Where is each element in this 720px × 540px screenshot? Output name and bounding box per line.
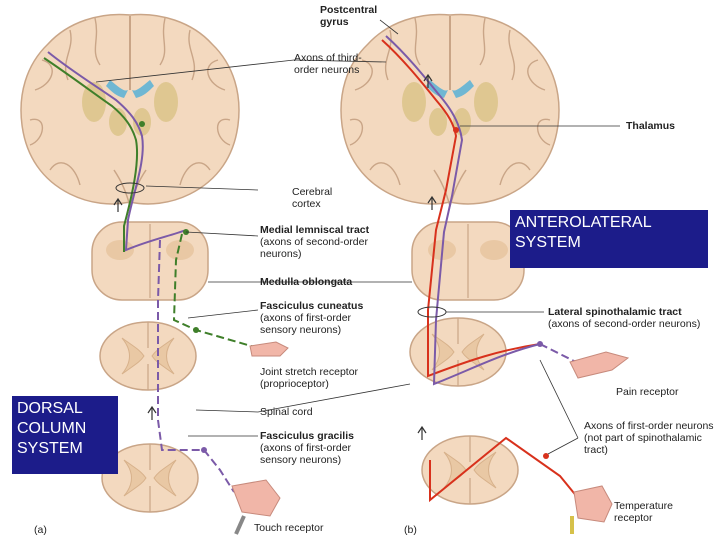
label-thalamus: Thalamus [626, 120, 676, 132]
label-lateral-spinothalamic-sub: (axons of second-order neurons) [548, 318, 701, 330]
dorsal-column-system-box: DORSAL COLUMN SYSTEM [12, 396, 118, 474]
label-lateral-spinothalamic-tract: Lateral spinothalamic tract [548, 306, 682, 318]
label-medial-lemniscal-sub: (axons of second-order neurons) [260, 236, 368, 260]
label-medulla-oblongata: Medulla oblongata [260, 276, 353, 288]
label-temperature-receptor: Temperature receptor [614, 500, 673, 524]
third-order-axon-left-purple [47, 51, 187, 252]
temperature-axon [429, 436, 579, 503]
leader-lines [95, 19, 620, 455]
label-axons-first-order: Axons of first-order neurons (not part o… [584, 420, 714, 456]
label-axons-third-order: Axons of third-order neurons [294, 52, 362, 76]
cervical-cord-right [409, 317, 507, 387]
label-fasciculus-gracilis-sub: (axons of first-order sensory neurons) [260, 442, 352, 466]
label-medial-lemniscal-tract: Medial lemniscal tract [260, 224, 370, 236]
label-joint-stretch-receptor: Joint stretch receptor (proprioceptor) [260, 366, 359, 390]
label-spinal-cord: Spinal cord [260, 406, 313, 418]
label-fasciculus-gracilis: Fasciculus gracilis [260, 430, 354, 442]
cervical-cord-left [99, 321, 197, 391]
label-touch-receptor: Touch receptor [254, 522, 324, 534]
medulla-right [411, 221, 525, 301]
label-cerebral-cortex: Cerebral cortex [292, 186, 333, 210]
label-pain-receptor: Pain receptor [616, 386, 679, 398]
medulla-left [91, 221, 209, 301]
label-panel-b: (b) [404, 524, 417, 536]
brain-section-left [20, 13, 240, 207]
anterolateral-system-box: ANTEROLATERAL SYSTEM [510, 210, 708, 268]
pain-receptor-hand [569, 351, 630, 379]
spinothalamic-purple [385, 35, 541, 386]
label-postcentral-gyrus: Postcentral gyrus [320, 4, 378, 28]
third-order-axon-left-green [43, 57, 139, 252]
fasciculus-gracilis-axon [157, 239, 235, 493]
fasciculus-cuneatus-axon [172, 233, 259, 349]
touch-receptor-hand [231, 479, 281, 535]
temperature-receptor-hand [570, 485, 613, 534]
joint-stretch-receptor-hand [249, 341, 289, 357]
label-fasciculus-cuneatus: Fasciculus cuneatus [260, 300, 364, 312]
label-panel-a: (a) [34, 524, 47, 536]
label-fasciculus-cuneatus-sub: (axons of first-order sensory neurons) [260, 312, 352, 336]
